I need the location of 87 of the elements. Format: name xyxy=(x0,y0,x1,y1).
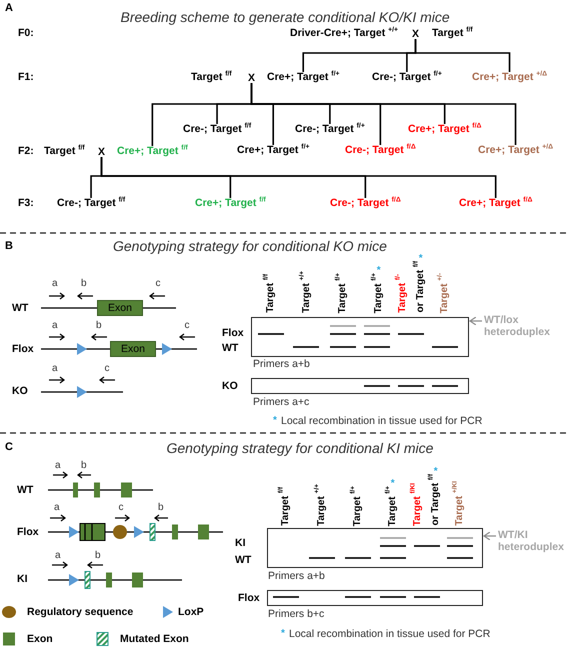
primer-name: c xyxy=(184,320,190,332)
annotation-text: WT/KI heteroduplex xyxy=(498,529,567,554)
genotype-label: Cre-; Target $^{f/f}$ xyxy=(57,197,126,210)
connector-line xyxy=(414,39,510,72)
genotype-label: Cre-; Target $^{f/Δ}$ xyxy=(330,197,401,210)
primer-name: a xyxy=(55,550,61,562)
asterisk-mark: * xyxy=(418,253,423,264)
primer-name: b xyxy=(81,460,87,472)
primer-name: b xyxy=(95,550,101,562)
gel-row-label: Flox xyxy=(222,327,244,340)
primer-pair-label: Primers a+b xyxy=(268,570,325,582)
genotype-label: Target $^{f/f}$ xyxy=(44,145,85,158)
genotype-label: Cre+; Target $^{f/Δ}$ xyxy=(408,123,482,136)
connector-line xyxy=(250,83,516,145)
primer-pair-label: Primers a+b xyxy=(253,358,310,370)
primer-name: a xyxy=(55,460,61,472)
generation-label: F3: xyxy=(18,197,34,210)
genotype-label: Cre-; Target $^{f/f}$ xyxy=(183,123,252,136)
exon-box: Exon xyxy=(110,341,156,357)
footnote-text: Local recombination in tissue used for PCR xyxy=(289,628,490,640)
primer-name: b xyxy=(158,502,164,514)
genotype-label: Cre+; Target $^{f/+}$ xyxy=(267,71,340,84)
panel-letter: C xyxy=(5,440,13,454)
primer-name: c xyxy=(104,363,110,374)
footnote-text: Local recombination in tissue used for PCR xyxy=(281,415,482,428)
exon-box: Exon xyxy=(97,300,143,316)
asterisk-mark: * xyxy=(376,265,381,276)
genotype-label: Cre+; Target $^{+/Δ}$ xyxy=(472,71,548,84)
legend-text: LoxP xyxy=(178,606,204,618)
gel-row-label: WT xyxy=(235,554,252,566)
cross-symbol: X xyxy=(412,28,420,40)
allele-label: WT xyxy=(17,484,34,496)
arrow xyxy=(483,531,496,541)
genotype-label: Target $^{f/f}$ xyxy=(432,27,473,40)
primer-name: a xyxy=(54,502,60,514)
allele-label: KI xyxy=(17,573,28,586)
genotype-label: Cre+; Target $^{f/f}$ xyxy=(117,145,188,158)
asterisk-mark: * xyxy=(390,478,395,490)
generation-label: F0: xyxy=(18,27,34,40)
panel-heading: Genotyping strategy for conditional KI mice xyxy=(166,440,434,456)
genotype-label: Cre+; Target $^{f/Δ}$ xyxy=(459,197,532,210)
connector-line xyxy=(100,157,496,198)
panel-letter: A xyxy=(5,2,13,14)
genotype-label: Cre-; Target $^{f/+}$ xyxy=(372,71,442,84)
panel-heading: Breeding scheme to generate conditional KO/KI mice xyxy=(120,9,450,26)
gel-row-label: KI xyxy=(235,537,246,550)
asterisk-mark: * xyxy=(434,466,438,478)
gel-row-label: KO xyxy=(222,380,238,392)
genotype-label: Cre+; Target $^{f/+}$ xyxy=(237,144,310,156)
primer-name: c xyxy=(118,502,124,514)
gel-row-label: Flox xyxy=(238,592,260,604)
gel-box xyxy=(251,317,469,357)
generation-label: F1: xyxy=(18,71,34,84)
allele-label: KO xyxy=(12,385,28,398)
primer-name: a xyxy=(52,320,58,332)
panel-heading: Genotyping strategy for conditional KO mice xyxy=(113,238,387,254)
cross-symbol: X xyxy=(98,146,106,158)
primer-pair-label: Primers a+c xyxy=(253,396,310,408)
gel-row-label: WT xyxy=(222,342,238,354)
genotype-label: Driver-Cre+; Target $^{+/+}$ xyxy=(290,27,398,40)
genotype-label: Cre-; Target $^{f/Δ}$ xyxy=(345,144,416,156)
allele-label: WT xyxy=(12,302,28,314)
asterisk-mark: * xyxy=(273,415,277,426)
gel-box xyxy=(267,590,483,606)
panel-letter: B xyxy=(5,240,13,252)
allele-label: Flox xyxy=(12,343,34,356)
annotation-text: WT/lox heteroduplex xyxy=(484,314,564,338)
gel-box xyxy=(251,378,469,394)
primer-name: a xyxy=(52,278,58,290)
legend-text: Regulatory sequence xyxy=(27,606,134,618)
asterisk-mark: * xyxy=(281,628,285,640)
primer-name: b xyxy=(81,278,87,290)
allele-label: Flox xyxy=(17,526,39,538)
primer-name: a xyxy=(52,363,58,374)
legend-text: Mutated Exon xyxy=(120,633,189,646)
genotype-label: Cre+; Target $^{f/f}$ xyxy=(195,197,266,210)
arrow xyxy=(469,316,482,326)
primer-pair-label: Primers b+c xyxy=(268,608,324,620)
genotype-label: Target $^{f/f}$ xyxy=(191,71,232,84)
generation-label: F2: xyxy=(18,145,34,158)
primer-name: c xyxy=(156,278,160,290)
genotype-label: Cre-; Target $^{f/+}$ xyxy=(295,123,365,136)
legend-text: Exon xyxy=(27,633,53,646)
genotype-label: Cre+; Target $^{+/Δ}$ xyxy=(478,144,554,156)
primer-name: b xyxy=(96,320,102,332)
gel-box xyxy=(267,528,483,568)
cross-symbol: X xyxy=(248,72,256,84)
